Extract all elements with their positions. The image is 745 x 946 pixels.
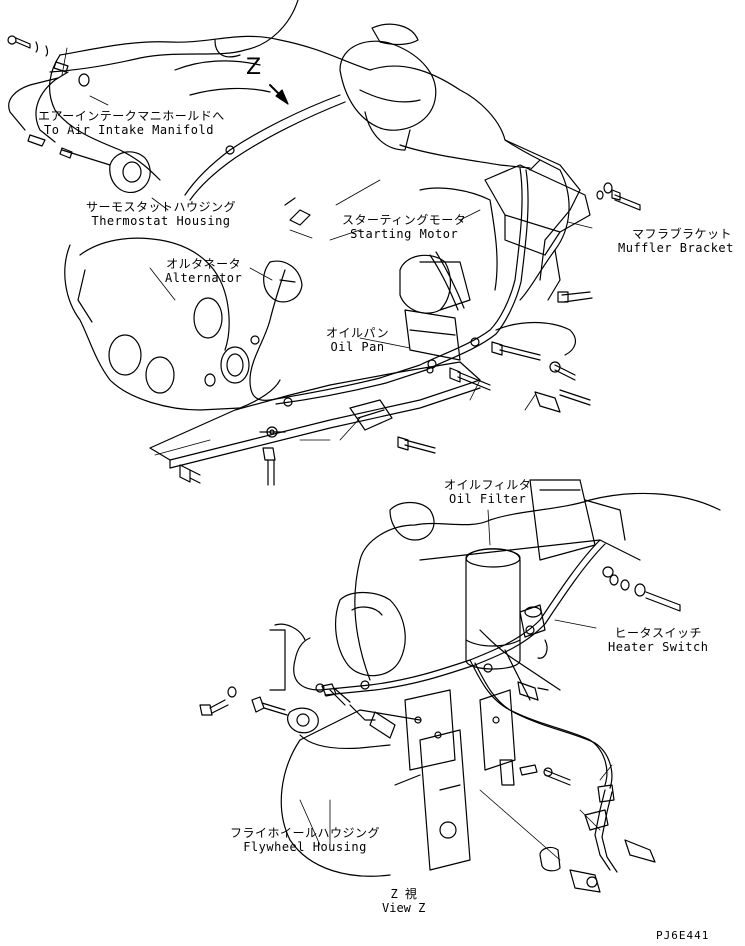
heater-wiring-harness-top [9,0,576,406]
label-air-intake-manifold: エアーインテークマニホールドへ To Air Intake Manifold [38,109,225,137]
engine-view-z [270,480,720,876]
leader-lines [62,48,612,860]
label-thermostat-housing: サーモスタットハウジング Thermostat Housing [86,200,237,228]
engine-top-view [50,24,590,468]
view-z-fasteners [200,575,680,892]
label-oil-pan: オイルパン Oil Pan [326,326,390,354]
label-starting-motor: スターティングモータ Starting Motor [342,213,467,241]
view-z-arrow [270,85,288,104]
top-fasteners [8,36,640,485]
label-heater-switch: ヒータスイッチ Heater Switch [608,626,709,654]
part-number: PJ6E441 [656,929,710,942]
label-muffler-bracket: マフラブラケット Muffler Bracket [618,227,734,255]
heater-wiring-harness-view-z [294,540,617,872]
view-z-marker: Z [246,55,262,80]
view-z-caption: Z 視 View Z [382,887,426,915]
label-flywheel-housing: フライホイールハウジング Flywheel Housing [230,826,381,854]
label-oil-filter: オイルフィルタ Oil Filter [444,478,532,506]
label-alternator: オルタネータ Alternator [165,257,243,285]
